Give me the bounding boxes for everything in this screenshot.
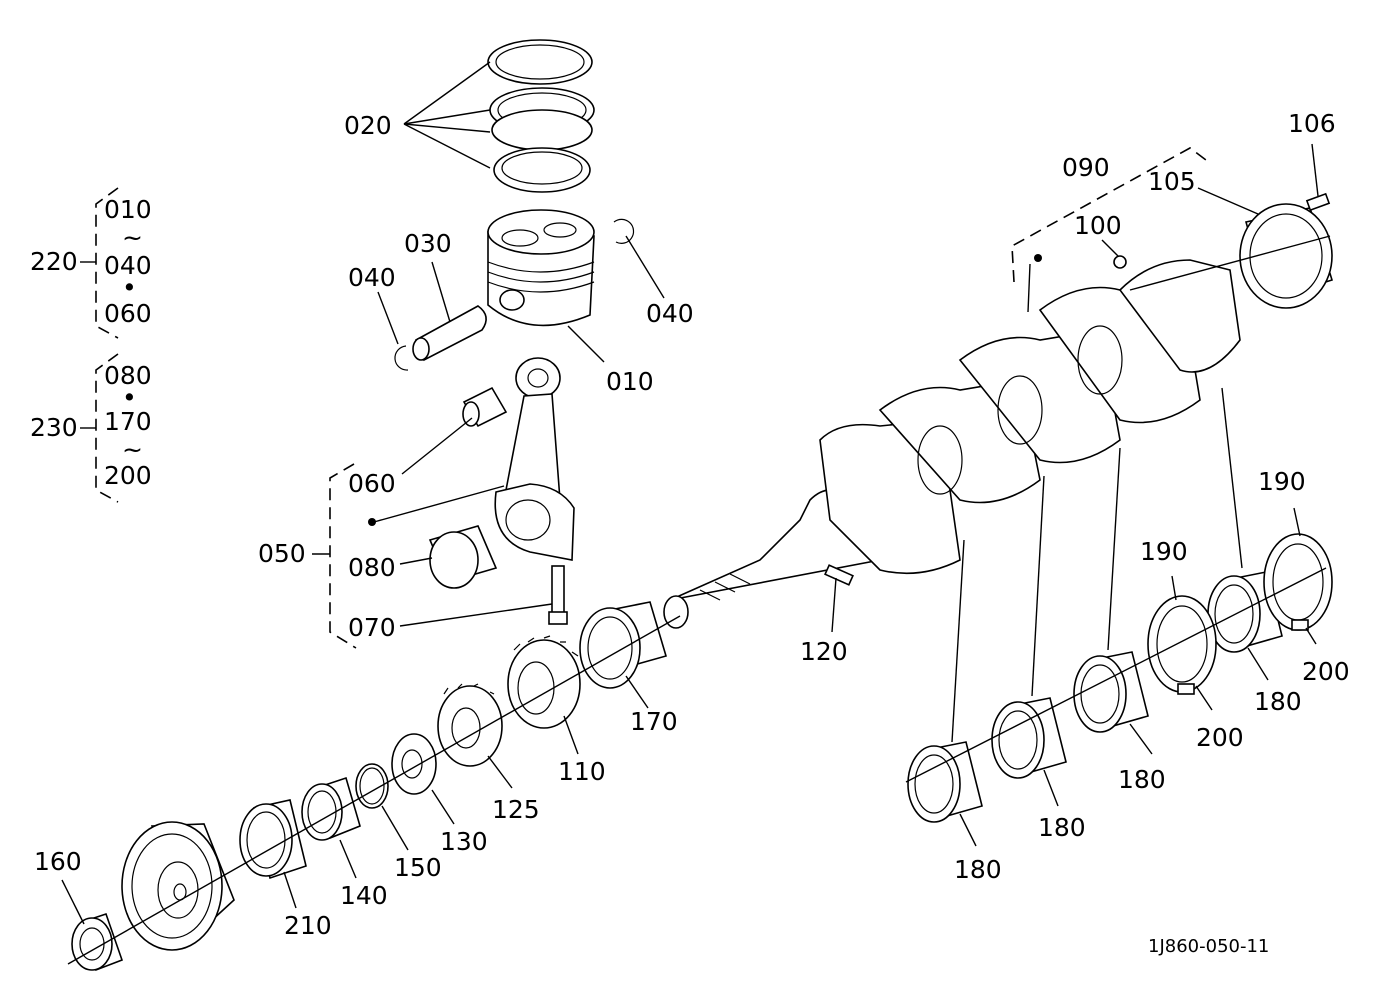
crank-gear (507, 635, 581, 729)
callout-170: 170 (630, 707, 678, 736)
main-bearing-180-3 (1073, 651, 1149, 733)
group-item: ~ (122, 435, 143, 464)
main-bearing-180-2 (991, 697, 1067, 779)
axis-line-top (1129, 235, 1331, 291)
piston-rings (487, 39, 595, 193)
callout-160: 160 (34, 847, 82, 876)
group-item: 040 (104, 251, 152, 280)
o-ring (355, 763, 389, 809)
group-item: ~ (122, 223, 143, 252)
thrust-washer-1 (1147, 595, 1217, 695)
connecting-rod (494, 357, 575, 561)
callout-060: 060 (348, 469, 396, 498)
callout-120: 120 (800, 637, 848, 666)
callout-080: 080 (348, 553, 396, 582)
leader-lines (61, 61, 1319, 925)
callout-020: 020 (344, 111, 392, 140)
callout-106: 106 (1288, 109, 1336, 138)
main-bearing-170 (579, 601, 667, 689)
axis-line-front (67, 615, 681, 965)
callout-210: 210 (284, 911, 332, 940)
callout-180: 180 (1118, 765, 1166, 794)
group-label-220: 220 (30, 247, 78, 276)
assembly-arrows (951, 387, 1243, 743)
callout-180: 180 (1038, 813, 1086, 842)
group-item: 170 (104, 407, 152, 436)
group-item: 200 (104, 461, 152, 490)
pin (1305, 192, 1331, 212)
piston-pin (412, 305, 487, 362)
woodruff-key (824, 564, 854, 586)
callout-180: 180 (1254, 687, 1302, 716)
group-item: 080 (104, 361, 152, 390)
callout-130: 130 (440, 827, 488, 856)
group-bullet-050 (368, 518, 376, 526)
callout-010: 010 (606, 367, 654, 396)
collar (391, 733, 437, 795)
big-end-bearing (428, 525, 498, 589)
callout-100: 100 (1074, 211, 1122, 240)
plug (1113, 255, 1127, 269)
group-item: 060 (104, 299, 152, 328)
callout-040: 040 (348, 263, 396, 292)
callout-200: 200 (1196, 723, 1244, 752)
snap-ring-right (613, 218, 635, 244)
piston (487, 209, 595, 327)
group-item: • (122, 383, 137, 412)
rear-main-bearing (1239, 203, 1333, 309)
callout-190: 190 (1258, 467, 1306, 496)
front-collar (301, 776, 361, 841)
bracket-050 (329, 463, 357, 649)
callout-105: 105 (1148, 167, 1196, 196)
crank-pulley (121, 821, 235, 951)
callout-090: 090 (1062, 153, 1110, 182)
snap-ring-left (394, 345, 409, 371)
callout-180: 180 (954, 855, 1002, 884)
bracket-220 (95, 187, 119, 339)
diagram-code: 1J860-050-11 (1148, 936, 1269, 957)
group-item: • (122, 273, 137, 302)
small-end-bushing (462, 386, 508, 428)
bracket-090 (1011, 147, 1207, 283)
callout-140: 140 (340, 881, 388, 910)
axis-line-rear (905, 567, 1327, 783)
oil-pump-gear (437, 683, 503, 767)
group-label-050: 050 (258, 539, 306, 568)
callout-030: 030 (404, 229, 452, 258)
bracket-230 (95, 353, 119, 503)
pulley-nut (71, 912, 124, 972)
rod-bolt (548, 565, 568, 625)
front-oil-seal (239, 799, 307, 880)
callout-150: 150 (394, 853, 442, 882)
group-item: 010 (104, 195, 152, 224)
callout-070: 070 (348, 613, 396, 642)
callout-040: 040 (646, 299, 694, 328)
group-label-230: 230 (30, 413, 78, 442)
callout-110: 110 (558, 757, 606, 786)
crankshaft (663, 259, 1241, 629)
callout-190: 190 (1140, 537, 1188, 566)
group-bullet-090 (1034, 254, 1042, 262)
main-bearing-180-1 (907, 741, 983, 823)
callout-125: 125 (492, 795, 540, 824)
callout-200: 200 (1302, 657, 1350, 686)
